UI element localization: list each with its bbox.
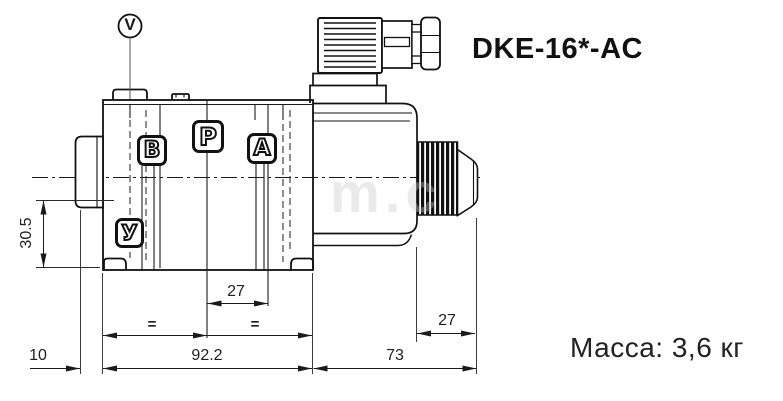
override-knob (416, 141, 479, 217)
dim-override-27: 27 (438, 312, 456, 329)
port-label-a: A (252, 135, 271, 161)
dim-port-spacing-27: 27 (227, 283, 245, 300)
dim-equal-right: = (250, 316, 260, 333)
dim-equal-left: = (147, 316, 157, 333)
dim-solenoid-length-73: 73 (386, 347, 404, 364)
port-badge-y: У (115, 218, 144, 248)
port-badge-a: A (247, 133, 277, 164)
dim-body-length-92-2: 92.2 (191, 347, 223, 364)
extension-lines (36, 200, 477, 374)
port-label-y: У (120, 220, 138, 245)
watermark-text: m.c (330, 161, 442, 224)
dimension-lines (30, 200, 477, 372)
port-badge-p: P (192, 120, 224, 153)
din-connector (317, 16, 441, 74)
dim-height-30-5: 30.5 (18, 217, 35, 249)
hex-plug (74, 135, 104, 209)
mass-label: Масса: 3,6 кг (570, 332, 745, 363)
port-badge-b: B (137, 135, 167, 166)
port-label-b: B (143, 137, 162, 163)
connector-ribs (324, 22, 376, 68)
gauge-symbol-label: V (124, 15, 136, 34)
port-label-p: P (198, 122, 218, 151)
drawing-title: DKE-16*-AC (472, 33, 643, 65)
dim-offset-10: 10 (29, 347, 47, 364)
gauge-symbol-circle (117, 13, 143, 99)
valve-body-details (103, 94, 313, 338)
